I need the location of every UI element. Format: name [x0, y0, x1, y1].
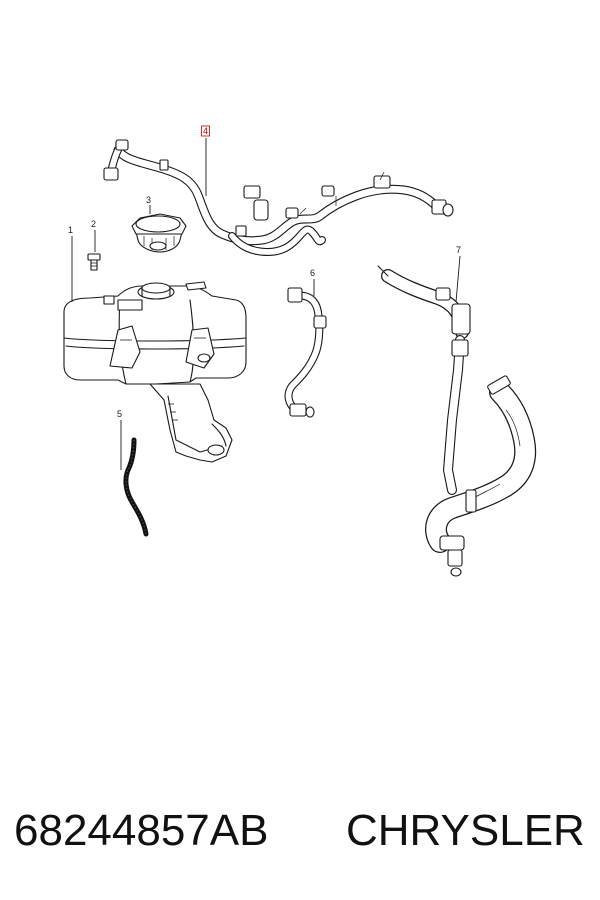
callout-label-5: 5: [117, 409, 122, 419]
bolt-2[interactable]: [87, 253, 101, 271]
overflow-tube-5[interactable]: [123, 437, 149, 537]
callout-7: 7: [455, 245, 461, 303]
callout-1: 1: [68, 225, 73, 302]
callout-4: 4: [201, 125, 210, 196]
callout-label-1: 1: [68, 225, 73, 235]
brand-name: CHRYSLER: [346, 806, 585, 855]
radiator-hose-7[interactable]: [377, 265, 537, 577]
coolant-reservoir-1[interactable]: [63, 281, 247, 463]
callout-label-3: 3: [146, 195, 151, 205]
callout-label-6: 6: [310, 268, 315, 278]
callout-label-2: 2: [91, 219, 96, 229]
callout-3: 3: [146, 195, 151, 214]
callout-5: 5: [117, 409, 122, 470]
part-number: 68244857AB: [14, 806, 269, 855]
callout-6: 6: [310, 268, 315, 296]
hose-assembly-4[interactable]: [103, 139, 454, 256]
pressure-cap-3[interactable]: [131, 213, 187, 253]
bypass-hose-6[interactable]: [284, 287, 327, 418]
callout-label-4: 4: [203, 126, 208, 136]
callout-label-7: 7: [456, 245, 461, 255]
callout-2: 2: [91, 219, 96, 252]
